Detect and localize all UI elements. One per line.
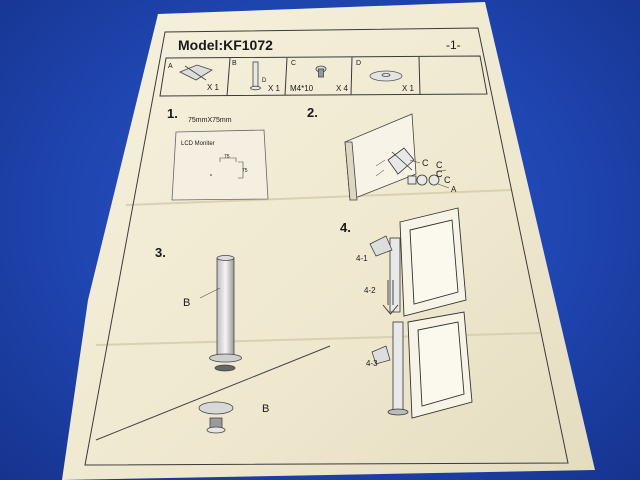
vesa-height: 75	[242, 168, 248, 174]
sheet-border	[84, 27, 569, 466]
parts-divider	[350, 56, 353, 96]
step-2-label-c2: C	[436, 169, 443, 179]
part-d-qty: X 1	[402, 84, 415, 93]
step-2-label-a: A	[451, 185, 457, 194]
lcd-monitor-label: LCD Moniter	[181, 141, 215, 147]
step-1-caption: 75mmX75mm	[188, 117, 232, 124]
step-2-label-c1: C	[422, 158, 429, 168]
model-title: Model:KF1072	[178, 37, 273, 53]
bracket-assembly-illustration	[387, 147, 440, 186]
part-a-qty: X 1	[207, 83, 220, 92]
desk-edge-line	[95, 345, 331, 441]
vesa-width: 75	[224, 154, 230, 160]
step-4-sub-1: 4-1	[356, 254, 368, 263]
step-3-number: 3.	[155, 245, 166, 260]
down-arrow-icon	[382, 280, 399, 315]
base-disc-illustration	[198, 401, 234, 434]
step-2-leader-lines	[375, 159, 450, 189]
part-c-letter: C	[291, 60, 296, 67]
step-4-sub-2: 4-2	[364, 286, 376, 295]
part-b-letter: B	[232, 60, 237, 67]
step-3-label-pole: B	[183, 297, 190, 309]
part-c-qty: X 4	[336, 84, 349, 93]
parts-row-frame	[159, 55, 488, 97]
parts-divider	[418, 56, 421, 96]
paper-fold-upper	[125, 189, 513, 206]
step-2-label-c3: C	[444, 175, 451, 185]
lcd-monitor-back-panel	[171, 129, 269, 201]
step-2-label-c4: C	[436, 160, 443, 170]
part-c-screw-icon	[315, 65, 327, 78]
part-b-sub-letter: D	[262, 78, 267, 84]
pole-illustration	[209, 255, 242, 372]
lower-monitor-illustration	[407, 311, 473, 419]
upper-monitor-illustration	[399, 207, 467, 317]
part-d-disc-icon	[369, 70, 403, 82]
page-number: -1-	[446, 38, 461, 52]
mount-pole-step-4	[387, 237, 409, 416]
step-1-number: 1.	[167, 106, 178, 121]
part-d-letter: D	[356, 60, 361, 67]
step-4-number: 4.	[340, 220, 351, 235]
step-2-number: 2.	[307, 105, 318, 120]
step-3-label-base: B	[262, 403, 269, 415]
parts-divider	[226, 57, 231, 97]
monitor-side-view	[344, 113, 417, 201]
clamp-parts-step-4	[369, 235, 393, 365]
part-a-letter: A	[168, 63, 173, 70]
paper-sheet	[62, 2, 595, 480]
mount-hole	[210, 174, 212, 176]
pole-leader-line	[199, 287, 221, 299]
part-c-size: M4*10	[290, 84, 314, 93]
part-a-bracket-icon	[179, 64, 213, 81]
step-4-sub-3: 4-3	[366, 359, 378, 368]
parts-divider	[284, 57, 288, 96]
part-b-qty: X 1	[268, 84, 281, 93]
part-b-pole-icon	[250, 61, 261, 91]
vesa-dimension-marks	[219, 157, 244, 179]
